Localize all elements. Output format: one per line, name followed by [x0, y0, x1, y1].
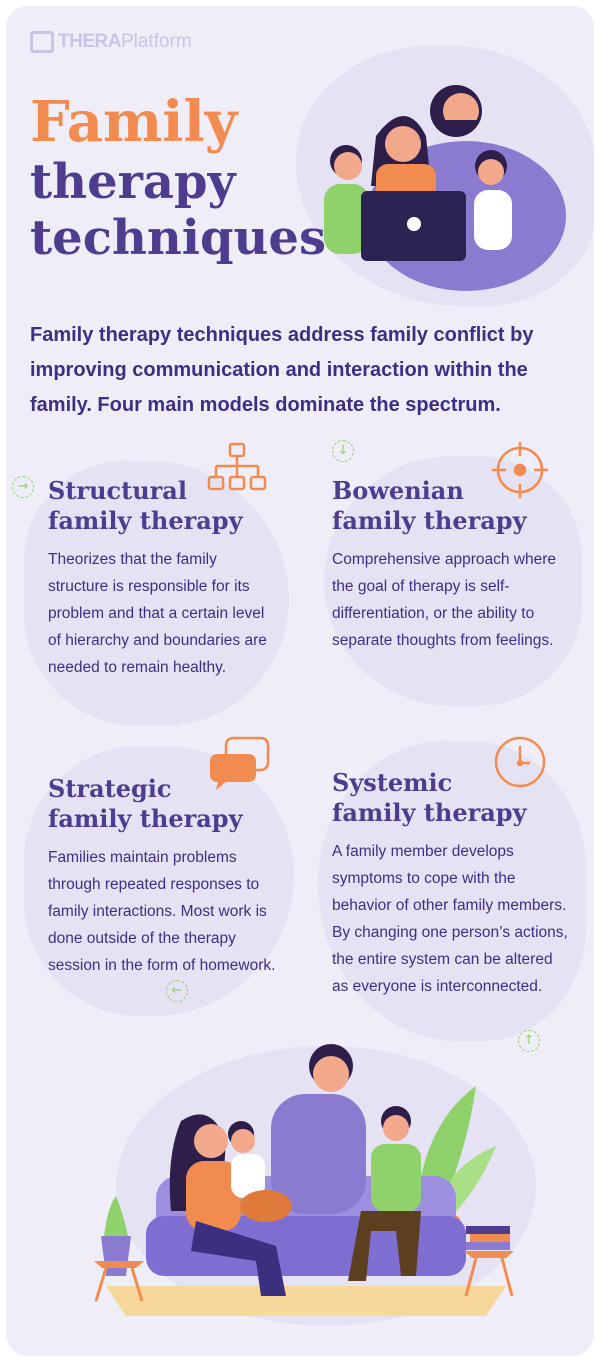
section-title: Bowenian family therapy — [332, 476, 572, 536]
target-icon — [492, 442, 548, 498]
section-title-line-2: family therapy — [332, 798, 527, 827]
arrow-down-icon: ↓ — [332, 440, 354, 462]
section-title-line-1: Bowenian — [332, 476, 464, 505]
section-bowenian: Bowenian family therapy Comprehensive ap… — [332, 476, 572, 654]
family-sofa-illustration — [94, 1044, 514, 1316]
hierarchy-icon — [207, 442, 267, 491]
logo-icon — [30, 31, 54, 53]
family-laptop-illustration — [324, 85, 566, 291]
section-title: Strategic family therapy — [48, 774, 278, 834]
brand-suffix: Platform — [120, 31, 192, 52]
section-title: Systemic family therapy — [332, 768, 572, 828]
section-structural: Structural family therapy Theorizes that… — [48, 476, 276, 681]
arrow-right-icon: → — [12, 476, 34, 498]
section-title-line-1: Structural — [48, 476, 187, 505]
background-blob — [324, 456, 582, 706]
arrow-up-icon: ↑ — [518, 1030, 540, 1052]
clock-icon — [494, 736, 546, 788]
title-line-2: therapy — [30, 154, 236, 210]
section-title-line-2: family therapy — [48, 804, 243, 833]
section-title-line-2: family therapy — [48, 506, 243, 535]
speech-bubbles-icon — [210, 736, 270, 790]
section-strategic: Strategic family therapy Families mainta… — [48, 774, 278, 979]
section-body: Theorizes that the family structure is r… — [48, 551, 267, 676]
background-blob — [24, 746, 294, 1016]
title-line-3: techniques — [30, 210, 326, 266]
arrow-left-icon: ← — [166, 980, 188, 1002]
section-title-line-1: Strategic — [48, 774, 172, 803]
section-body: Families maintain problems through repea… — [48, 849, 276, 974]
page-title: Family therapy techniques — [30, 94, 326, 262]
section-body: A family member develops symptoms to cop… — [332, 843, 568, 995]
title-line-1: Family — [30, 89, 238, 155]
section-systemic: Systemic family therapy A family member … — [332, 768, 572, 1000]
section-body: Comprehensive approach where the goal of… — [332, 551, 557, 649]
background-blob — [24, 461, 289, 726]
intro-text: Family therapy techniques address family… — [30, 324, 534, 416]
section-title-line-1: Systemic — [332, 768, 453, 797]
section-title-line-2: family therapy — [332, 506, 527, 535]
brand-prefix: THERA — [58, 31, 121, 52]
background-blob — [318, 741, 586, 1041]
section-title: Structural family therapy — [48, 476, 276, 536]
